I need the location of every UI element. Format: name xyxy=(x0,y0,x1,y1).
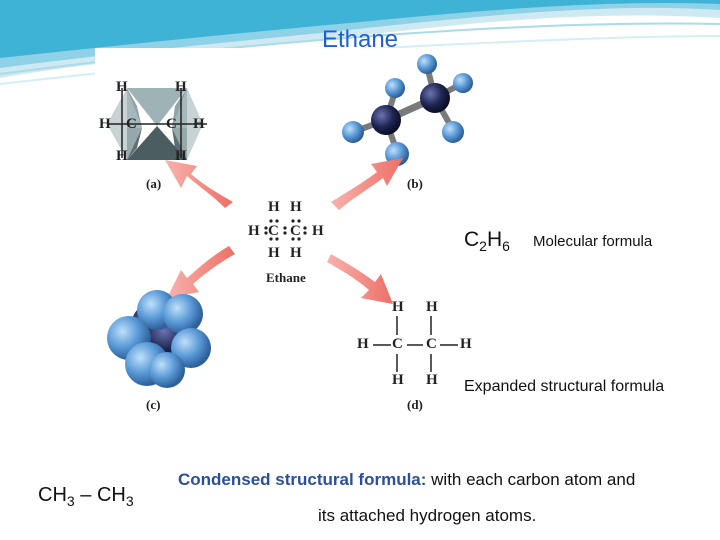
atom-label: H xyxy=(175,79,187,95)
lewis-dots xyxy=(264,219,307,241)
atom-label: H xyxy=(460,336,472,352)
atom-label: C xyxy=(268,223,279,239)
center-label: Ethane xyxy=(266,270,306,285)
molecular-formula: C2H6 xyxy=(464,228,510,255)
atom-label: H xyxy=(175,148,187,164)
atom-label: H xyxy=(99,116,111,132)
arrows xyxy=(165,158,403,304)
panel-label-a: (a) xyxy=(146,176,162,191)
atom-label: H xyxy=(426,299,438,315)
structure-c xyxy=(107,290,211,388)
atom-label: C xyxy=(426,336,437,352)
condensed-formula: CH3 – CH3 xyxy=(38,484,134,509)
structure-a xyxy=(107,88,207,160)
atom-label: H xyxy=(357,336,369,352)
atom-label: C xyxy=(290,223,301,239)
panel-label-b: (b) xyxy=(407,176,423,191)
arrow-to-c xyxy=(167,246,235,298)
atom-label: H xyxy=(268,199,280,215)
atom-label: C xyxy=(126,116,137,132)
condensed-formula-description-line2: its attached hydrogen atoms. xyxy=(318,506,537,525)
atom-label: H xyxy=(290,199,302,215)
atom-label: H xyxy=(193,116,205,132)
atom-label: H xyxy=(392,372,404,388)
condensed-formula-description: Condensed structural formula: with each … xyxy=(178,470,636,489)
atom-label: H xyxy=(116,79,128,95)
atom-label: H xyxy=(426,372,438,388)
arrow-to-a xyxy=(165,160,233,208)
atom-label: H xyxy=(268,245,280,261)
atom-label: H xyxy=(392,299,404,315)
atom-label: C xyxy=(166,116,177,132)
expanded-formula-label: Expanded structural formula xyxy=(464,378,665,395)
structure-b xyxy=(342,54,473,166)
molecular-formula-label: Molecular formula xyxy=(533,233,653,250)
condensed-formula-term: Condensed structural formula: xyxy=(178,470,427,489)
atom-label: H xyxy=(248,223,260,239)
atom-label: H xyxy=(312,223,324,239)
ethane-figure xyxy=(107,54,473,388)
atom-label: H xyxy=(116,148,128,164)
arrow-to-b xyxy=(331,158,403,210)
structure-d-bonds xyxy=(373,316,458,372)
atom-label: H xyxy=(290,245,302,261)
panel-label-d: (d) xyxy=(407,397,423,412)
atom-label: C xyxy=(392,336,403,352)
panel-label-c: (c) xyxy=(146,397,161,412)
arrow-to-d xyxy=(327,254,393,304)
